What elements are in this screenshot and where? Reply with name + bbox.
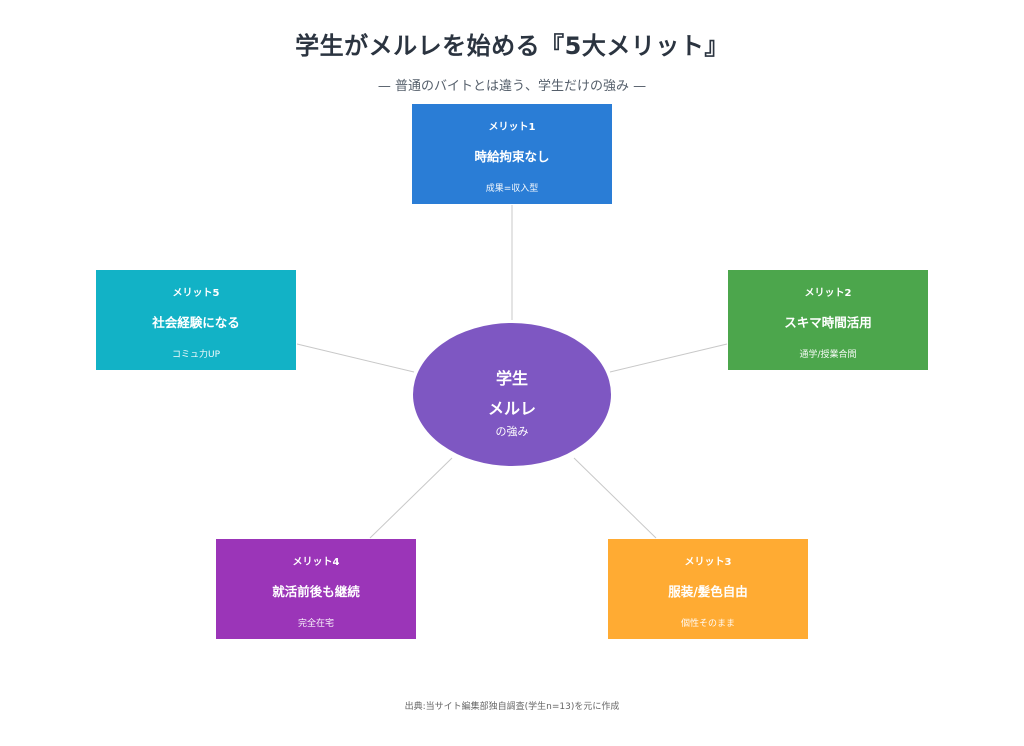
page-subtitle: — 普通のバイトとは違う、学生だけの強み —: [377, 79, 647, 94]
merit-label: メリット2: [804, 288, 852, 299]
merit-label: メリット1: [488, 122, 536, 133]
merit-label: メリット3: [684, 557, 732, 568]
source-note: 出典:当サイト編集部独自調査(学生n=13)を元に作成: [404, 702, 620, 712]
merit-title: 服装/髪色自由: [668, 584, 748, 599]
merit-box-4: メリット4 就活前後も継続 完全在宅: [216, 539, 416, 639]
merit-label: メリット4: [292, 557, 340, 568]
center-hub: 学生 メルレ の強み: [413, 323, 611, 466]
center-line-3: の強み: [495, 425, 529, 438]
merit-box-3: メリット3 服装/髪色自由 個性そのまま: [608, 539, 808, 639]
merit-title: 時給拘束なし: [474, 149, 550, 164]
merit-label: メリット5: [172, 288, 220, 299]
merit-title: 社会経験になる: [152, 315, 240, 330]
merit-sub: 成果=収入型: [485, 184, 539, 194]
connector-2: [609, 343, 728, 373]
center-line-2: メルレ: [487, 399, 536, 418]
connector-4: [369, 457, 453, 539]
merit-sub: 完全在宅: [297, 619, 334, 629]
merit-title: スキマ時間活用: [784, 315, 872, 330]
merit-sub: 通学/授業合間: [799, 350, 857, 360]
merit-title: 就活前後も継続: [272, 584, 360, 599]
center-line-1: 学生: [495, 369, 528, 388]
merit-box-2: メリット2 スキマ時間活用 通学/授業合間: [728, 270, 928, 370]
page-title: 学生がメルレを始める『5大メリット』: [295, 32, 729, 60]
merit-box-5: メリット5 社会経験になる コミュ力UP: [96, 270, 296, 370]
merit-box-1: メリット1 時給拘束なし 成果=収入型: [412, 104, 612, 204]
connector-3: [573, 457, 657, 539]
merit-sub: 個性そのまま: [680, 619, 735, 629]
merit-sub: コミュ力UP: [171, 350, 220, 360]
connector-5: [296, 343, 415, 373]
